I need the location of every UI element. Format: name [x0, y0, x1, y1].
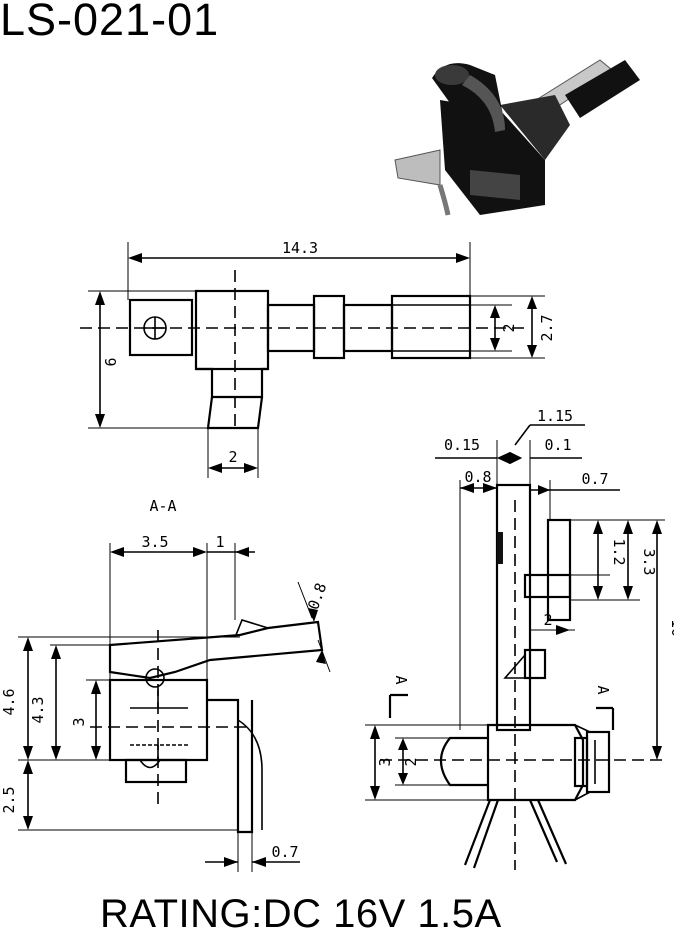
dim-slot-1-2: 1.2 [610, 538, 628, 565]
dim-step-2: 2 [543, 611, 552, 629]
dim-bottom-2: 2 [402, 757, 420, 766]
dim-top-1-15: 1.15 [537, 407, 573, 425]
dim-end-2-7: 2.7 [538, 314, 556, 341]
dim-pin-0-7-side: 0.7 [581, 470, 608, 488]
dim-height-4-6: 4.6 [0, 688, 18, 715]
dim-plate-0-8: 0.8 [464, 468, 491, 486]
section-view-a-a: A-A 3.5 1 0.8 4.6 [0, 497, 331, 872]
dim-angle-0-8: 0.8 [304, 580, 330, 612]
dim-height-3: 3 [70, 717, 88, 726]
dim-height-6: 6 [102, 357, 120, 366]
dim-upper-3-3: 3.3 [640, 548, 658, 575]
dim-offset-1: 1 [215, 533, 224, 551]
dim-pin-0-7: 0.7 [271, 843, 298, 861]
dim-height-2-5: 2.5 [0, 786, 18, 813]
dim-total-10: 10 [668, 619, 674, 637]
dim-end-2: 2 [500, 323, 518, 332]
dim-width-3-5: 3.5 [141, 533, 168, 551]
dim-bottom-width-2: 2 [228, 448, 237, 466]
top-view: 14.3 6 2 2 [80, 239, 556, 478]
section-label: A-A [149, 497, 176, 515]
dim-length-14-3: 14.3 [282, 239, 318, 257]
part-number-title: LS-021-01 [0, 0, 220, 45]
dim-gap-0-1: 0.1 [544, 436, 571, 454]
dim-height-4-3: 4.3 [29, 696, 47, 723]
dim-bottom-3: 3 [376, 757, 394, 766]
product-photo [394, 59, 640, 216]
side-view: 1.15 0.15 0.1 0.8 0.7 1.2 3.3 10 [365, 407, 674, 870]
rating-label: RATING:DC 16V 1.5A [100, 892, 502, 936]
section-marker-left: A [392, 675, 410, 684]
section-marker-right: A [594, 685, 612, 694]
dim-gap-0-15: 0.15 [444, 436, 480, 454]
